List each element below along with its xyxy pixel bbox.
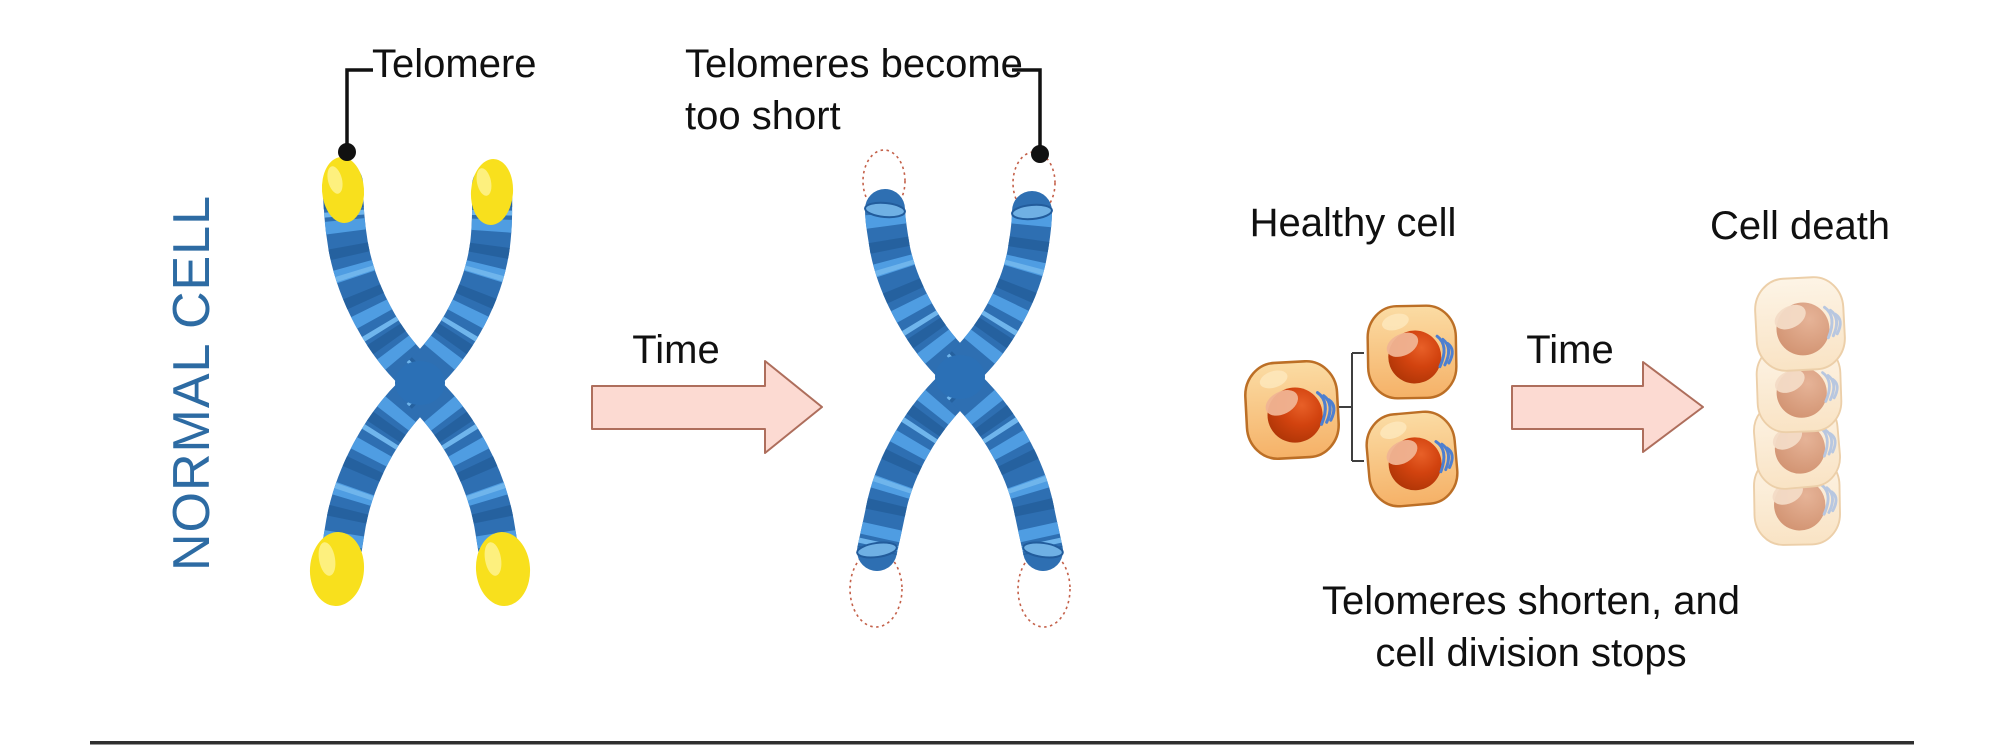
chromosome-arm [865, 189, 980, 391]
caption: Telomeres shorten, and cell division sto… [1281, 575, 1781, 679]
normal-cell-title: NORMAL CELL [163, 194, 221, 572]
cell-death-label: Cell death [1709, 204, 1891, 248]
telomeres-too-short-line1: Telomeres become [685, 42, 1023, 86]
healthy-cell-label: Healthy cell [1249, 201, 1457, 245]
healthy-cell-figure [1242, 300, 1462, 511]
telomere-label: Telomere [372, 42, 537, 86]
short-telomere-pointer [1012, 68, 1049, 163]
caption-line2: cell division stops [1375, 631, 1687, 675]
telomere-cap [321, 157, 365, 223]
arm-cut-end [1011, 203, 1053, 221]
centromere [935, 355, 985, 399]
division-bracket [1338, 352, 1364, 462]
chromosome-arm [857, 363, 980, 571]
caption-line1: Telomeres shorten, and [1321, 579, 1740, 623]
daughter-cell [1362, 300, 1462, 404]
centromere [395, 361, 445, 405]
normal-chromosome [309, 157, 531, 606]
pointer-dot [338, 143, 356, 161]
time-arrow-right [1511, 361, 1704, 453]
telomere-cap [475, 532, 531, 606]
time-arrow-left [591, 360, 823, 454]
chromosome-arm [940, 191, 1052, 391]
telomeres-too-short-line2: too short [685, 94, 841, 138]
dead-cell-stack [1748, 274, 1848, 550]
telomere-cap [470, 159, 514, 225]
telomere-cap [309, 532, 365, 606]
bottom-rule [90, 741, 1914, 745]
telomere-pointer [338, 68, 373, 161]
arm-cut-end [856, 541, 898, 559]
arm-cut-end [1022, 541, 1064, 559]
time-right-label: Time [1526, 328, 1614, 372]
parent-cell [1242, 358, 1342, 462]
time-left-label: Time [632, 328, 720, 372]
telomeres-too-short-label: Telomeres become too short [685, 38, 1023, 142]
chromosome-arm [940, 363, 1063, 571]
arm-cut-end [864, 201, 906, 219]
dead-cell [1752, 274, 1848, 374]
aged-chromosome [849, 149, 1071, 628]
pointer-dot [1031, 145, 1049, 163]
daughter-cell [1362, 407, 1462, 511]
